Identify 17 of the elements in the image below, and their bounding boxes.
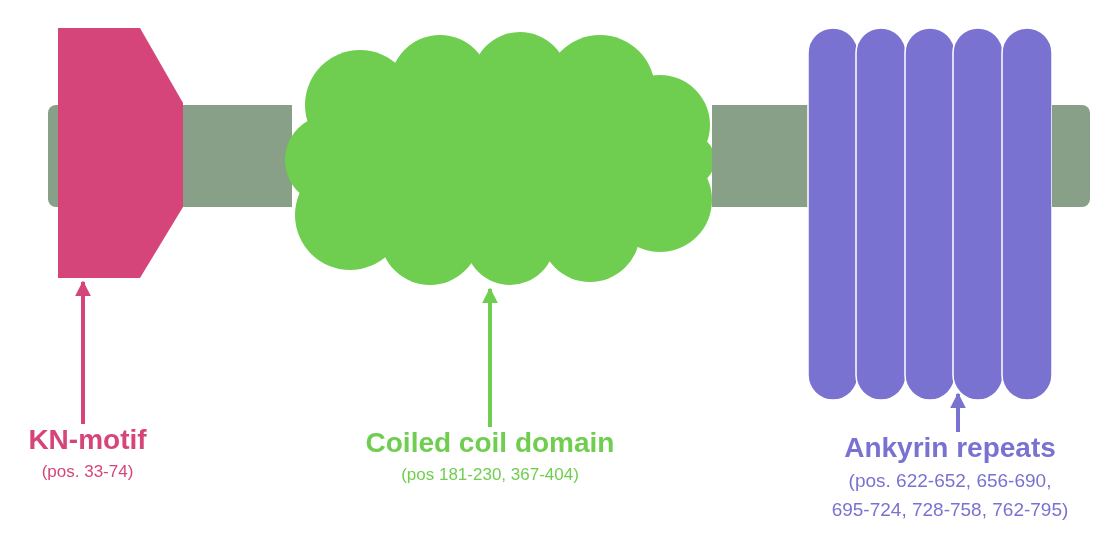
domain-label: Ankyrin repeats <box>843 431 1057 465</box>
domain-label: KN-motif <box>27 423 148 457</box>
arrow <box>482 287 498 427</box>
arrow <box>75 280 91 424</box>
protein-bar-segment <box>712 105 808 207</box>
protein-bar-segment <box>1052 105 1090 207</box>
position-note: (pos. 622-652, 656-690, 695-724, 728-758, 762-795) <box>830 469 1070 522</box>
position-note: (pos. 33-74) <box>40 461 135 483</box>
position-note: (pos 181-230, 367-404) <box>400 464 580 486</box>
ankyrin-repeat <box>953 28 1003 400</box>
protein-bar-segment <box>183 105 292 207</box>
ankyrin-repeat <box>905 28 955 400</box>
domain-label: Coiled coil domain <box>364 426 616 460</box>
kn-motif-shape <box>58 28 183 278</box>
arrow <box>950 392 966 432</box>
coiled-coil-cloud <box>285 32 715 285</box>
protein-bar-segment <box>48 105 58 207</box>
